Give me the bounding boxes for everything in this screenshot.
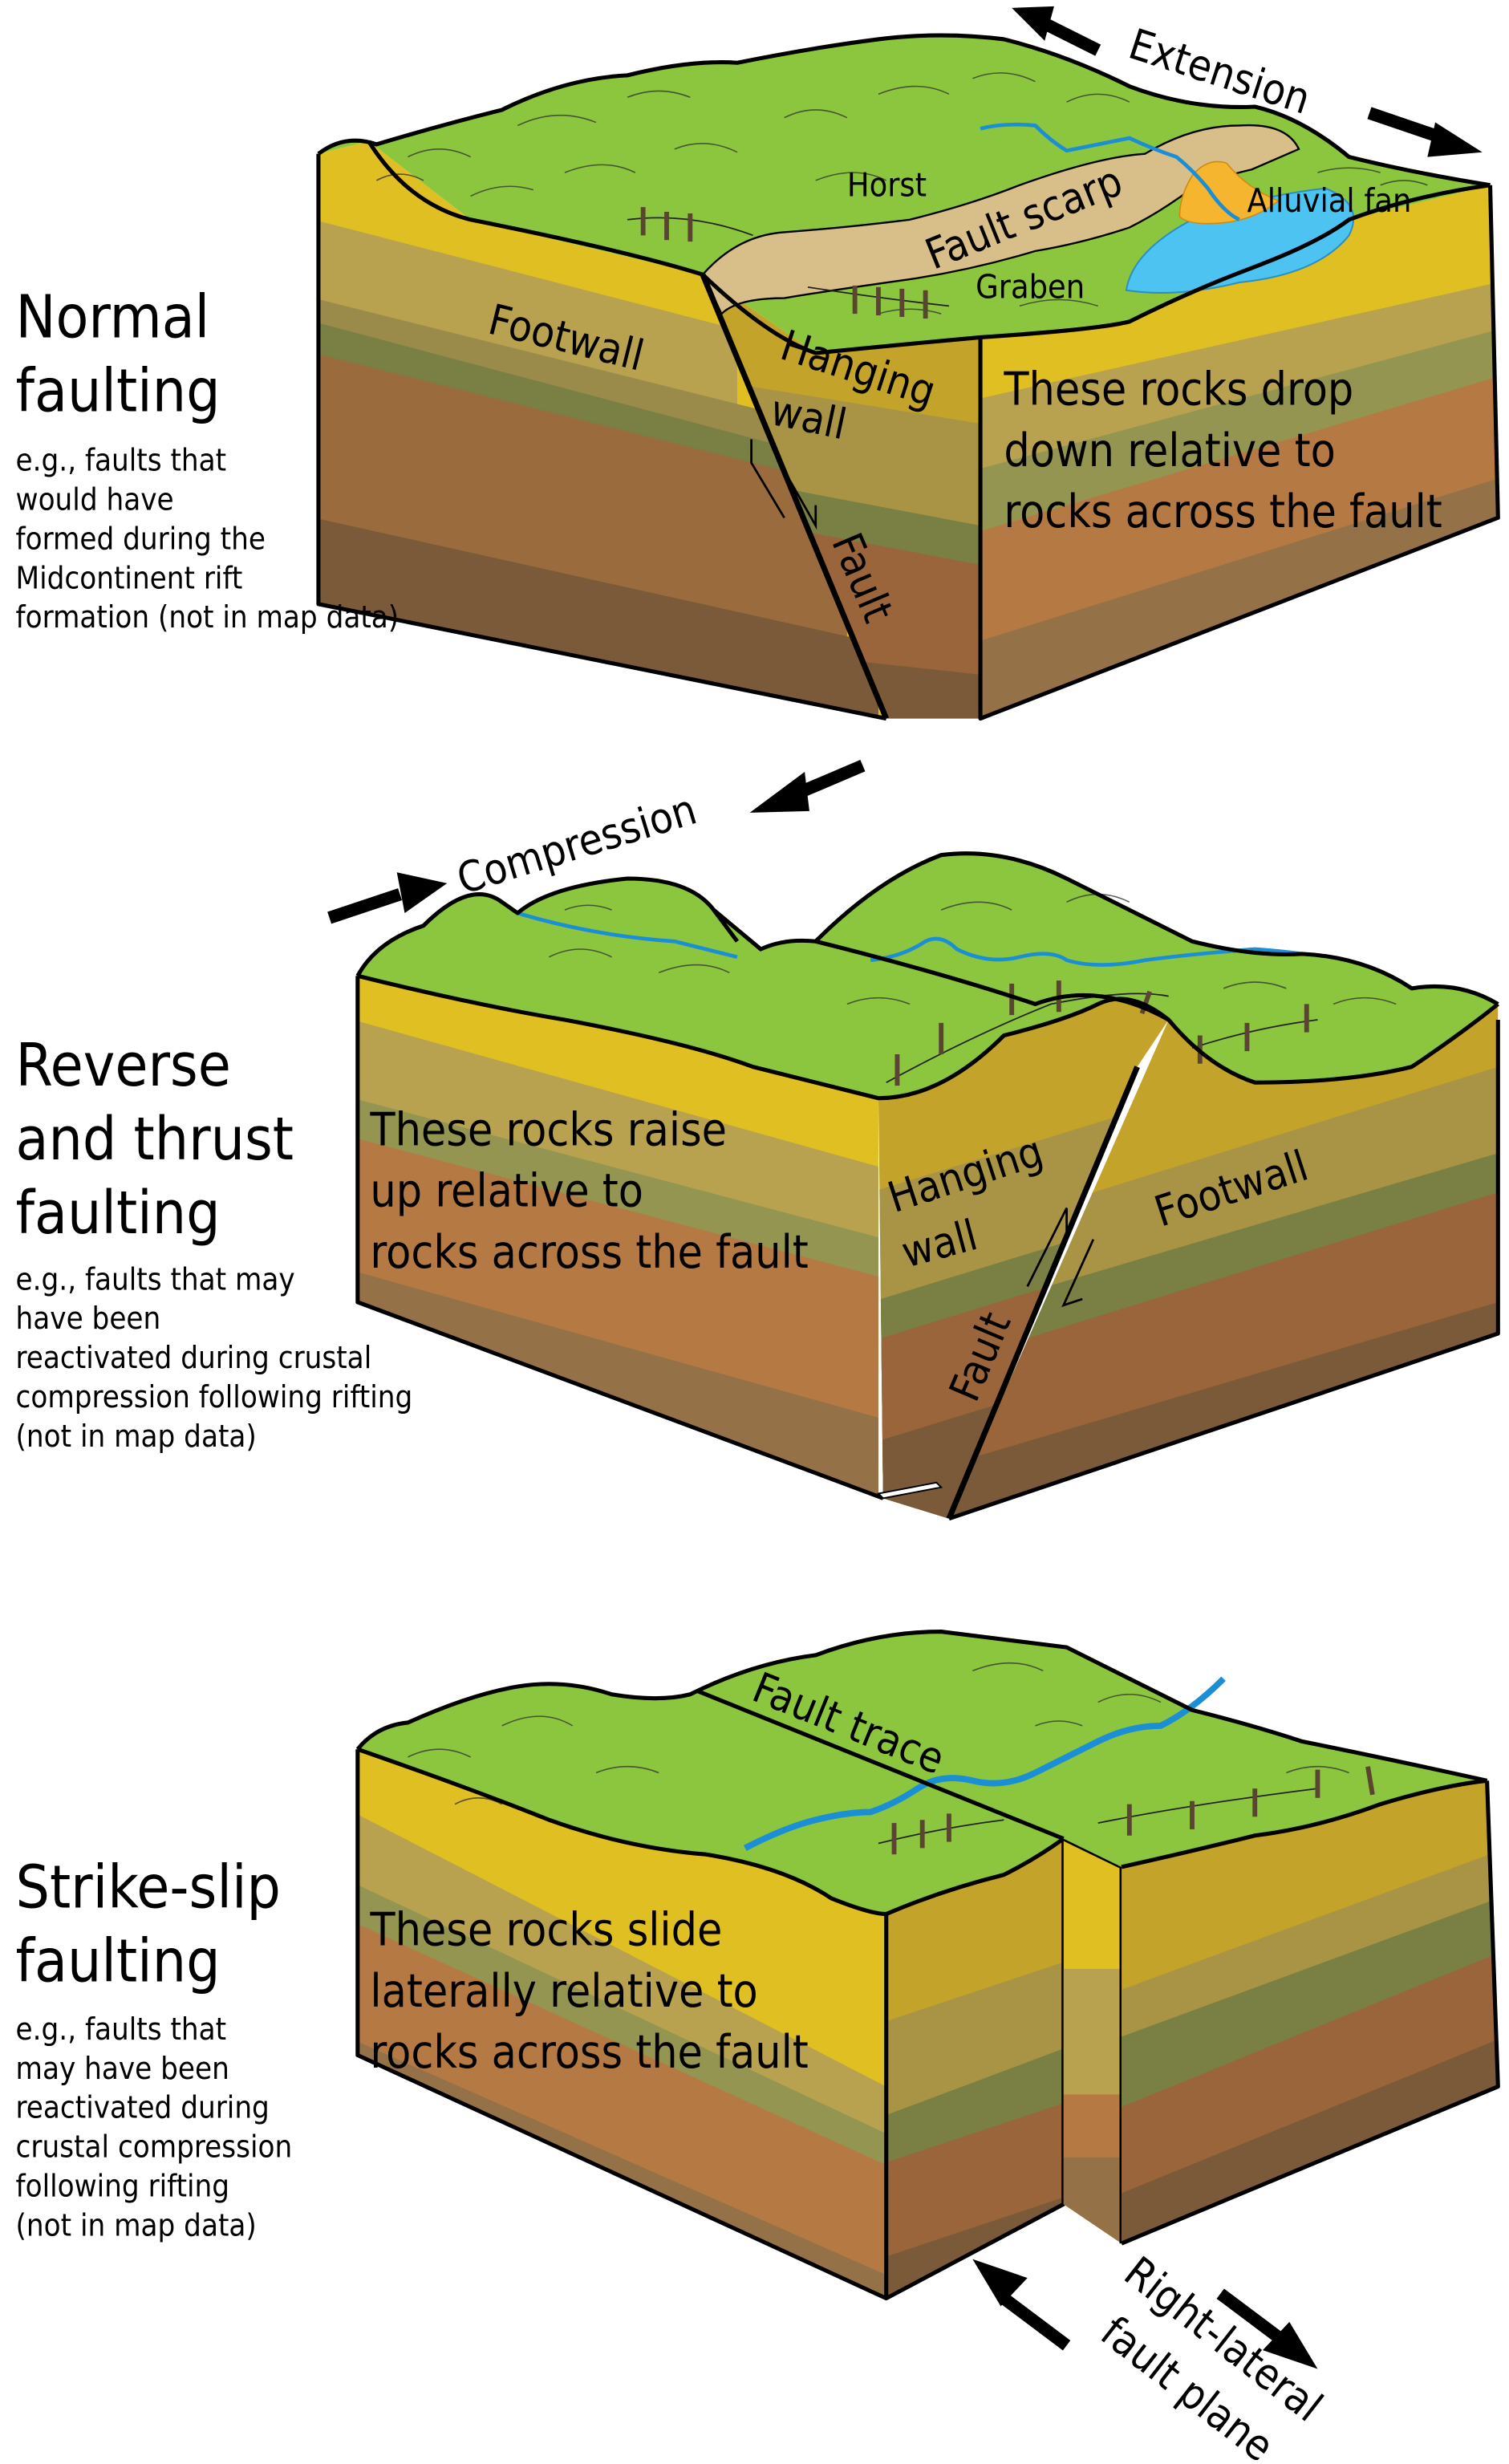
svg-text:up relative to: up relative to (370, 1165, 643, 1218)
alluvial-fan (1178, 160, 1280, 225)
svg-text:Midcontinent rift: Midcontinent rift (16, 560, 243, 595)
svg-text:and thrust: and thrust (16, 1104, 294, 1174)
svg-text:faulting: faulting (16, 1178, 221, 1248)
svg-text:faulting: faulting (16, 355, 221, 425)
strike-slip-face-text: These rocks slide laterally relative to … (369, 1904, 808, 2080)
svg-text:rocks across the fault: rocks across the fault (370, 1226, 808, 1279)
strike-slip-panel: Fault trace Right-lateral fault plane Th… (16, 1630, 1500, 2464)
svg-text:down relative to: down relative to (1004, 424, 1335, 477)
normal-faulting-title: Normal faulting (16, 282, 221, 425)
svg-text:would have: would have (16, 482, 174, 518)
svg-text:rocks across the fault: rocks across the fault (370, 2026, 808, 2079)
reverse-slip-arrows-icon (1026, 1208, 1095, 1308)
fence (878, 1766, 1375, 1855)
svg-text:formation (not in map data): formation (not in map data) (16, 599, 400, 635)
strike-slip-faulting-title: Strike-slip faulting (16, 1853, 281, 1996)
reverse-faulting-panel: Compression Hanging wall Footwall Fault … (16, 760, 1500, 1521)
svg-text:e.g., faults that may: e.g., faults that may (16, 1261, 295, 1297)
fence (627, 207, 950, 319)
strike-slip-faulting-description: e.g., faults that may have been reactiva… (16, 2011, 293, 2243)
reverse-fault-line (946, 1066, 1140, 1520)
terrain-hatching (375, 72, 1428, 315)
svg-text:reactivated during: reactivated during (16, 2090, 270, 2125)
svg-text:These rocks raise: These rocks raise (369, 1103, 727, 1156)
svg-text:may have been: may have been (16, 2051, 229, 2086)
svg-text:following rifting: following rifting (16, 2168, 230, 2203)
svg-text:e.g., faults that: e.g., faults that (16, 2011, 227, 2047)
right-lateral-arrows-icon (972, 2259, 1318, 2369)
river (743, 1676, 1226, 1851)
svg-text:have been: have been (16, 1301, 161, 1336)
svg-text:rocks across the fault: rocks across the fault (1004, 485, 1442, 538)
svg-text:Strike-slip: Strike-slip (16, 1853, 281, 1922)
svg-text:faulting: faulting (16, 1926, 221, 1996)
graben-label: Graben (976, 268, 1085, 306)
svg-text:e.g., faults that: e.g., faults that (16, 443, 227, 478)
svg-text:crustal compression: crustal compression (16, 2129, 293, 2165)
reverse-face-text: These rocks raise up relative to rocks a… (369, 1103, 808, 1279)
svg-text:These rocks drop: These rocks drop (1003, 363, 1353, 416)
svg-text:Normal: Normal (16, 282, 210, 351)
reverse-faulting-title: Reverse and thrust faulting (16, 1030, 294, 1248)
fault-trace-line (697, 1689, 1065, 1841)
horst-label: Horst (847, 165, 927, 204)
fault-scarp (701, 124, 1300, 316)
lake (1125, 187, 1355, 294)
reverse-faulting-description: e.g., faults that may have been reactiva… (16, 1261, 413, 1454)
normal-fault-line (700, 273, 889, 720)
normal-face-text: These rocks drop down relative to rocks … (1003, 363, 1442, 539)
svg-text:Reverse: Reverse (16, 1030, 231, 1100)
river (980, 122, 1240, 221)
reverse-top-surface (355, 851, 1499, 1101)
svg-text:These rocks slide: These rocks slide (369, 1904, 722, 1957)
alluvial-fan-label: Alluvial fan (1247, 181, 1411, 220)
normal-slip-arrows-icon (750, 439, 817, 530)
svg-text:reactivated during crustal: reactivated during crustal (16, 1340, 372, 1375)
svg-text:laterally relative to: laterally relative to (370, 1965, 757, 2018)
svg-text:(not in map data): (not in map data) (16, 1419, 257, 1454)
strike-slip-fault-plane-face (1062, 1837, 1124, 2244)
svg-text:formed during the: formed during the (16, 521, 266, 556)
extension-arrows-icon (1012, 6, 1483, 157)
normal-faulting-description: e.g., faults that would have formed duri… (16, 443, 400, 635)
svg-text:compression following rifting: compression following rifting (16, 1379, 413, 1415)
normal-top-surface (317, 33, 1491, 355)
normal-faulting-panel: Extension Horst Fault scarp Alluvial fan… (16, 6, 1500, 721)
strike-slip-top-surface (355, 1630, 1488, 1917)
compression-arrows-icon (327, 760, 866, 924)
svg-text:(not in map data): (not in map data) (16, 2207, 257, 2243)
